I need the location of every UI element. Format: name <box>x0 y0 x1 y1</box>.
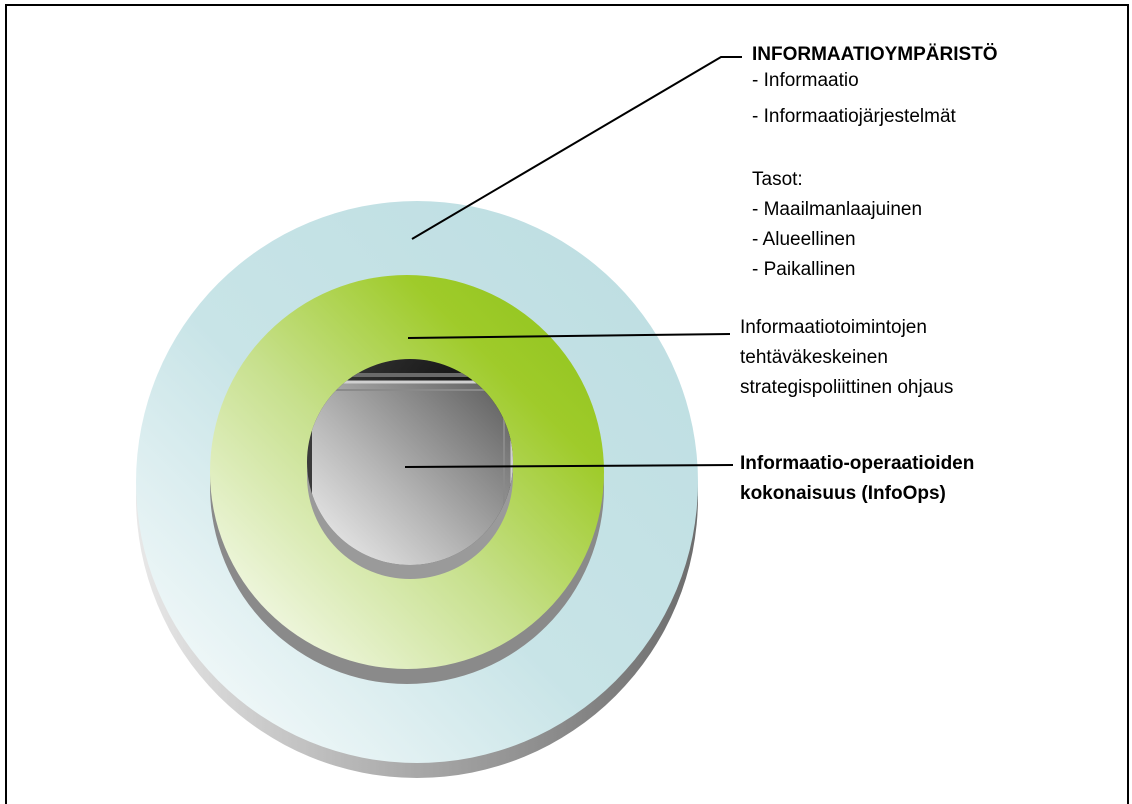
middle-ring-label-line: tehtäväkeskeinen <box>740 347 888 368</box>
outer-ring-item: - Informaatiojärjestelmät <box>752 106 956 127</box>
level-item: - Paikallinen <box>752 259 856 280</box>
inner-leader-line <box>404 464 734 468</box>
diagram-frame <box>5 4 1129 804</box>
inner-core-label-line: kokonaisuus (InfoOps) <box>740 483 946 504</box>
levels-title: Tasot: <box>752 169 803 190</box>
middle-ring-label-line: strategispoliittinen ohjaus <box>740 377 954 398</box>
inner-core-label-line: Informaatio-operaatioiden <box>740 453 975 474</box>
level-item: - Maailmanlaajuinen <box>752 199 923 220</box>
level-item: - Alueellinen <box>752 229 856 250</box>
outer-leader-line <box>411 56 742 240</box>
outer-ring-item: - Informaatio <box>752 70 859 91</box>
middle-leader-line <box>407 333 731 339</box>
inner-core <box>307 359 513 565</box>
outer-ring-title: INFORMAATIOYMPÄRISTÖ <box>752 44 998 65</box>
middle-ring-label-line: Informaatiotoimintojen <box>740 317 927 338</box>
